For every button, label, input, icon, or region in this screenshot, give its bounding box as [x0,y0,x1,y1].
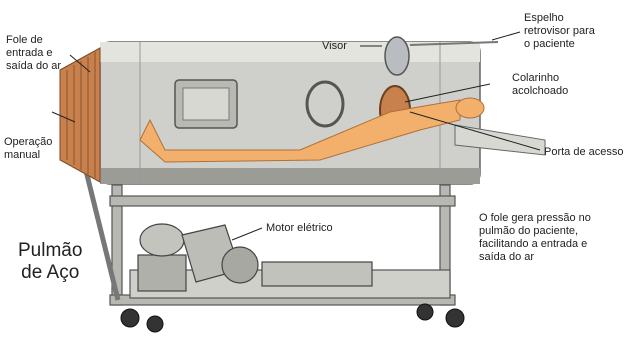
bellows [60,48,100,182]
label-explanation: O fole gera pressão no pulmão do pacient… [479,212,591,264]
label-viewer: Visor [322,40,347,53]
diagram-title: Pulmão de Aço [18,240,82,284]
label-mirror: Espelho retrovisor para o paciente [524,12,595,51]
label-access-port: Porta de acesso [544,146,624,159]
label-padded-collar: Colarinho acolchoado [512,72,568,98]
mirror [385,37,409,75]
label-manual-operation: Operação manual [4,136,52,162]
label-bellows: Fole de entrada e saída do ar [6,34,61,73]
wheels [121,304,464,332]
label-electric-motor: Motor elétrico [266,222,333,235]
